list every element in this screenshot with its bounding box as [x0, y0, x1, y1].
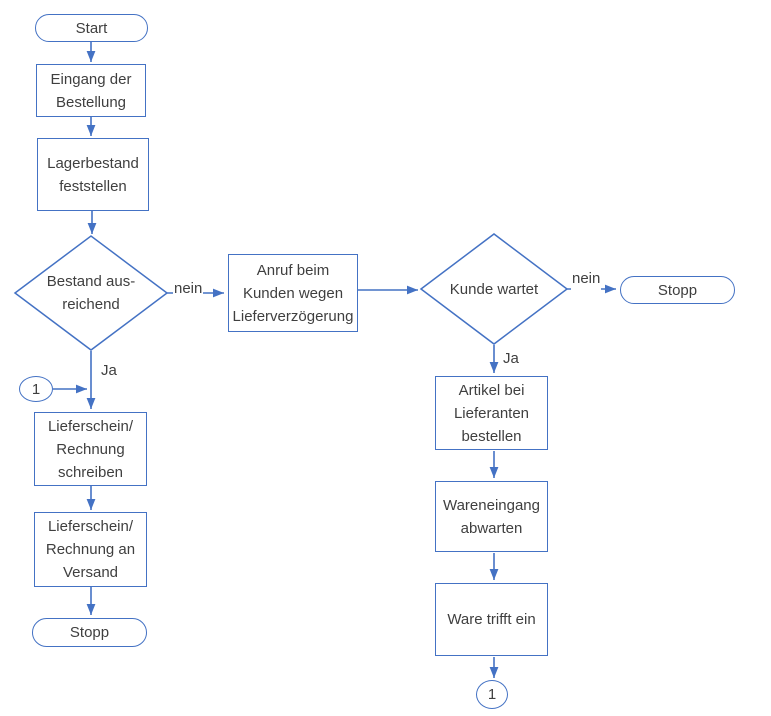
node-bestand-label: Bestand aus- reichend [46, 273, 136, 313]
node-bestand-ausreichend: Bestand aus- reichend [46, 257, 136, 329]
node-ware-trifft-ein: Ware trifft ein [435, 583, 548, 656]
node-stopp-rechts: Stopp [620, 276, 735, 304]
node-lieferschein-versand: Lieferschein/ Rechnung an Versand [34, 512, 147, 587]
node-artikel-bestellen: Artikel bei Lieferanten bestellen [435, 376, 548, 450]
node-stopp-rechts-label: Stopp [657, 281, 698, 299]
connector-1-rechts-label: 1 [487, 686, 497, 703]
node-anruf-label: Anruf beim Kunden wegen Lieferverzögerun… [232, 261, 354, 325]
node-start: Start [35, 14, 148, 42]
node-kunde-wartet-label: Kunde wartet [449, 280, 539, 298]
edge-label-bestand-ja: Ja [100, 359, 118, 382]
edge-label-bestand-nein: nein [173, 277, 204, 300]
node-lieferschein-schreiben-label: Lieferschein/ Rechnung schreiben [47, 417, 134, 481]
node-lieferschein-versand-label: Lieferschein/ Rechnung an Versand [45, 518, 136, 581]
node-connector-1-links: 1 [19, 376, 53, 402]
node-ware-label: Ware trifft ein [447, 611, 536, 628]
node-start-label: Start [75, 19, 108, 37]
node-stopp-links: Stopp [32, 618, 147, 647]
node-stopp-links-label: Stopp [69, 624, 110, 641]
node-eingang-der-bestellung: Eingang der Bestellung [36, 64, 146, 117]
node-artikel-label: Artikel bei Lieferanten bestellen [453, 381, 530, 445]
edge-label-kunde-ja: Ja [502, 347, 520, 370]
edge-label-kunde-nein: nein [571, 267, 602, 290]
node-wareneingang-label: Wareneingang abwarten [442, 496, 540, 537]
node-eingang-label: Eingang der Bestellung [50, 70, 132, 111]
node-wareneingang-abwarten: Wareneingang abwarten [435, 481, 548, 552]
node-lieferschein-schreiben: Lieferschein/ Rechnung schreiben [34, 412, 147, 486]
node-lagerbestand-label: Lagerbestand feststellen [47, 154, 139, 195]
node-lagerbestand-feststellen: Lagerbestand feststellen [37, 138, 149, 211]
node-connector-1-rechts: 1 [476, 680, 508, 709]
node-kunde-wartet: Kunde wartet [449, 265, 539, 313]
node-anruf-beim-kunden: Anruf beim Kunden wegen Lieferverzögerun… [228, 254, 358, 332]
connector-1-links-label: 1 [31, 380, 41, 398]
